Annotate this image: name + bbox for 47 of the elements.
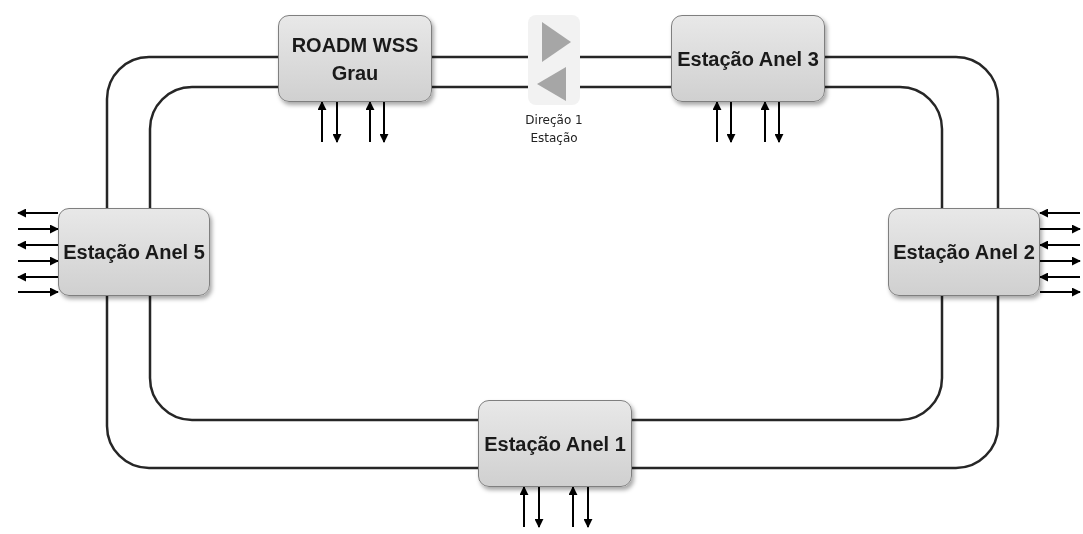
node-label: Estação Anel 2 [892, 240, 1036, 265]
arrow [583, 486, 593, 528]
station-box [278, 15, 432, 102]
arrow [365, 101, 375, 143]
station-box [888, 208, 1040, 296]
arrow [317, 101, 327, 143]
arrow [17, 240, 59, 250]
arrow [760, 101, 770, 143]
fiber-line [825, 55, 1000, 208]
arrow [332, 101, 342, 143]
arrow [726, 101, 736, 143]
arrow [17, 256, 59, 266]
node-label: ROADM WSS Grau [290, 32, 420, 86]
arrow [1039, 224, 1081, 234]
node-label: Estação Anel 1 [483, 431, 627, 457]
arrow [1039, 287, 1081, 297]
fiber-line [580, 55, 671, 59]
arrow [379, 101, 389, 143]
fiber-line [105, 296, 478, 470]
fiber-line [580, 85, 671, 89]
node-label: Direção 1 Estação [524, 112, 584, 147]
arrow [519, 486, 529, 528]
arrow [774, 101, 784, 143]
fiber-line [432, 55, 528, 59]
station-box [478, 400, 632, 487]
arrow [568, 486, 578, 528]
station-box [58, 208, 210, 296]
fiber-line [632, 296, 944, 422]
arrow [17, 208, 59, 218]
node-label: Estação Anel 3 [676, 46, 820, 72]
fiber-line [825, 85, 944, 208]
arrow [1039, 256, 1081, 266]
node-label: Estação Anel 5 [62, 240, 206, 265]
arrow [1039, 208, 1081, 218]
station-box [671, 15, 825, 102]
arrow [17, 272, 59, 282]
fiber-line [432, 85, 528, 89]
arrow [534, 486, 544, 528]
fiber-line [148, 296, 478, 422]
fiber-line [148, 85, 278, 208]
fiber-line [632, 296, 1000, 470]
arrow [1039, 240, 1081, 250]
arrow [17, 287, 59, 297]
arrow [1039, 272, 1081, 282]
arrow [17, 224, 59, 234]
arrow [712, 101, 722, 143]
fiber-line [105, 55, 278, 208]
